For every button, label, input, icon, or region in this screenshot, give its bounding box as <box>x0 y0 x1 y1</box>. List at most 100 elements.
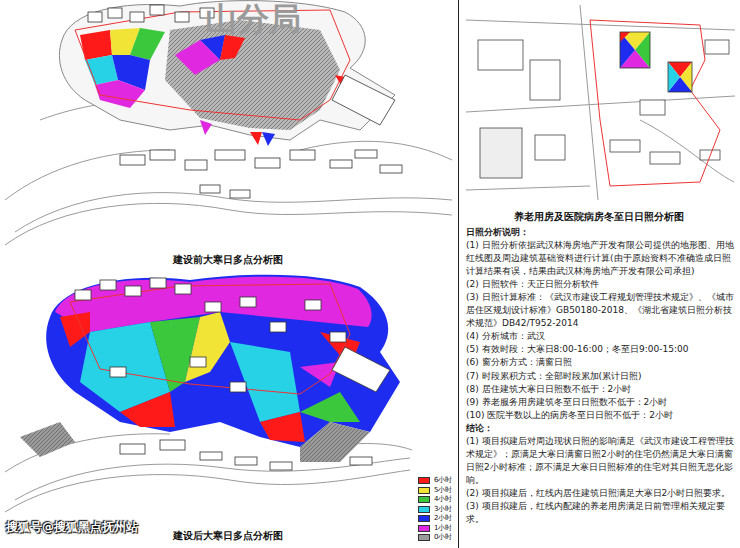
building <box>120 155 145 165</box>
building <box>185 160 207 170</box>
building <box>705 40 729 54</box>
note-item: (1) 日照分析依据武汉林海房地产开发有限公司提供的地形图、用地红线图及周边建筑… <box>466 239 734 278</box>
building <box>120 444 145 454</box>
before-plan <box>5 1 452 245</box>
sunlight-patch <box>620 32 692 92</box>
road-line <box>15 193 452 232</box>
building <box>75 290 91 300</box>
legend-swatch <box>418 534 430 541</box>
legend-row: 0小时 <box>418 533 452 543</box>
legend-label: 2小时 <box>434 515 452 522</box>
legend-label: 3小时 <box>434 506 452 513</box>
figure-caption: 建设后大寒日多点分析图 <box>171 530 285 542</box>
sunlight-patch <box>620 32 630 42</box>
notes-heading: 日照分析说明： <box>466 226 734 239</box>
legend-label: 5小时 <box>434 487 452 494</box>
sunlight-patch <box>250 132 262 145</box>
figure-panel: 建设前大寒日多点分析图 <box>0 0 455 266</box>
note-item: (7) 时段累积方式：全部时段累加(累计日照) <box>466 370 734 383</box>
building <box>88 12 102 22</box>
sunlight-patch <box>220 35 245 60</box>
sunlight-patch <box>668 62 680 92</box>
legend-label: 4小时 <box>434 496 452 503</box>
road-line <box>466 5 735 200</box>
building <box>125 286 141 296</box>
sunlight-patch <box>80 28 350 146</box>
after-plan <box>5 275 412 512</box>
site-ground <box>59 1 395 140</box>
building <box>150 150 175 160</box>
figure-caption: 建设前大寒日多点分析图 <box>171 254 285 266</box>
building <box>255 158 280 168</box>
building <box>535 135 565 160</box>
building <box>650 152 680 164</box>
building <box>110 367 126 377</box>
building <box>350 457 372 465</box>
road-line <box>5 470 410 512</box>
figure-caption: 养老用房及医院病房冬至日日照分析图 <box>512 211 686 222</box>
sunlight-patch <box>95 80 145 108</box>
road-line <box>15 458 410 500</box>
shadow-zone <box>20 422 75 457</box>
watermark: 搜狐号@搜狐黑点抚州站 <box>6 520 138 534</box>
building <box>205 302 221 312</box>
sunlight-patch <box>46 275 400 447</box>
note-item: (2) 日照软件：天正日照分析软件 <box>466 278 734 291</box>
building <box>305 300 321 310</box>
legend-swatch <box>418 477 430 484</box>
sunlight-patch <box>175 40 220 75</box>
sunlight-patch <box>262 132 275 146</box>
red-boundary <box>590 20 720 186</box>
building <box>530 60 560 100</box>
building <box>332 347 390 392</box>
notes-column: 日照分析说明：(1) 日照分析依据武汉林海房地产开发有限公司提供的地形图、用地红… <box>466 226 734 526</box>
building <box>160 440 185 450</box>
notes-heading: 结论： <box>466 422 734 435</box>
legend-swatch <box>418 496 430 503</box>
building <box>235 457 257 465</box>
note-item: (8) 居住建筑大寒日日照数不低于：2小时 <box>466 383 734 396</box>
legend-row: 2小时 <box>418 514 452 524</box>
legend-row: 1小时 <box>418 524 452 534</box>
sunlight-patch <box>130 28 165 60</box>
note-item: (2) 项目拟建后，红线内居住建筑日照满足大寒日2小时日照要求。 <box>466 487 734 500</box>
building <box>355 150 377 158</box>
building <box>150 278 166 288</box>
legend-label: 6小时 <box>434 477 452 484</box>
building <box>270 322 286 332</box>
building <box>640 100 665 115</box>
sunlight-patch <box>620 32 635 68</box>
shadow-zone <box>300 422 370 462</box>
legend-row: 3小时 <box>418 505 452 515</box>
building <box>330 332 346 342</box>
building <box>100 280 116 290</box>
building <box>330 160 352 168</box>
legend-row: 4小时 <box>418 495 452 505</box>
note-item: (4) 分析城市：武汉 <box>466 330 734 343</box>
figure-panel: 建设后大寒日多点分析图 <box>0 272 455 542</box>
sunlight-patch <box>55 277 372 442</box>
shadow-zone <box>300 422 370 462</box>
legend-swatch <box>418 487 430 494</box>
building <box>668 62 692 92</box>
building <box>108 8 122 18</box>
road-line <box>580 5 598 200</box>
building <box>480 128 522 178</box>
sunlight-patch <box>200 120 212 135</box>
legend-swatch <box>418 506 430 513</box>
sunlight-patch <box>300 392 360 422</box>
building <box>150 5 164 15</box>
watermark-holder: 山分局 <box>205 2 301 37</box>
legend-label: 1小时 <box>434 525 452 532</box>
building <box>175 12 189 22</box>
legend-box: 6小时 5小时 4小时 3小时 2小时 1小时 0小时 <box>418 476 452 543</box>
watermark-holder: 搜狐号@搜狐黑点抚州站 <box>6 520 138 534</box>
legend-label: 0小时 <box>434 534 452 541</box>
building <box>478 40 523 70</box>
legend-row: 5小时 <box>418 486 452 496</box>
figure-panel: 养老用房及医院病房冬至日日照分析图 <box>462 0 735 222</box>
road-line <box>5 203 452 245</box>
road-line <box>466 186 590 190</box>
building <box>478 40 729 178</box>
building <box>620 32 650 68</box>
